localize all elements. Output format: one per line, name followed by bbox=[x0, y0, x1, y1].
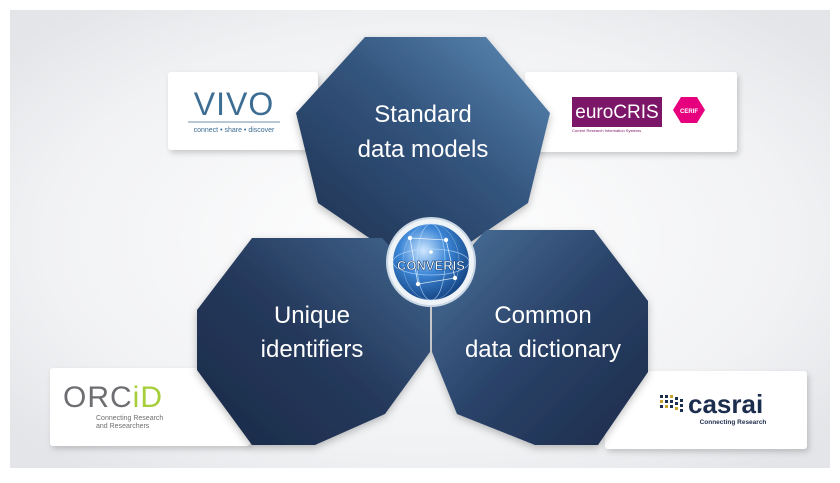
casrai-logo-card: casrai Connecting Research bbox=[605, 371, 807, 449]
hex-right-label-1: Common bbox=[494, 302, 591, 329]
casrai-logo-tagline: Connecting Research bbox=[700, 419, 767, 426]
converis-logo-text: CONVERIS bbox=[397, 258, 465, 273]
eurocris-logo-name: euroCRIS bbox=[575, 102, 658, 123]
eurocris-logo-box bbox=[572, 97, 662, 127]
hex-right-label-2: data dictionary bbox=[465, 336, 621, 363]
eurocris-logo-subtitle: Current Research Information Systems bbox=[572, 128, 641, 133]
eurocris-logo-card: euroCRIS Current Research Information Sy… bbox=[525, 72, 737, 152]
hexagon-standard-data-models bbox=[296, 37, 550, 248]
hex-left-label-1: Unique bbox=[274, 302, 350, 329]
orcid-logo-card: ORCiD Connecting Research and Researcher… bbox=[50, 368, 250, 446]
cerif-badge-icon bbox=[673, 97, 705, 123]
hex-top-label-2: data models bbox=[358, 136, 489, 163]
cerif-badge-label: CERIF bbox=[680, 109, 698, 115]
casrai-grid-icon bbox=[660, 395, 683, 412]
hex-left-label-2: identifiers bbox=[261, 336, 364, 363]
hex-top-label-1: Standard bbox=[374, 101, 471, 128]
vivo-logo-name: VIVO bbox=[194, 86, 274, 122]
casrai-logo-name: casrai bbox=[688, 389, 763, 419]
vivo-logo-tagline: connect • share • discover bbox=[194, 127, 275, 134]
converis-center-logo: CONVERIS bbox=[386, 217, 476, 307]
orcid-logo-tagline-2: and Researchers bbox=[96, 423, 150, 430]
orcid-logo-name: ORCiD bbox=[63, 381, 163, 414]
vivo-logo-card: VIVO connect • share • discover bbox=[168, 72, 318, 150]
orcid-logo-tagline-1: Connecting Research bbox=[96, 415, 163, 422]
globe-network-icon bbox=[392, 223, 470, 301]
hexagon-unique-identifiers bbox=[197, 238, 430, 445]
hexagon-common-data-dictionary bbox=[432, 230, 648, 445]
